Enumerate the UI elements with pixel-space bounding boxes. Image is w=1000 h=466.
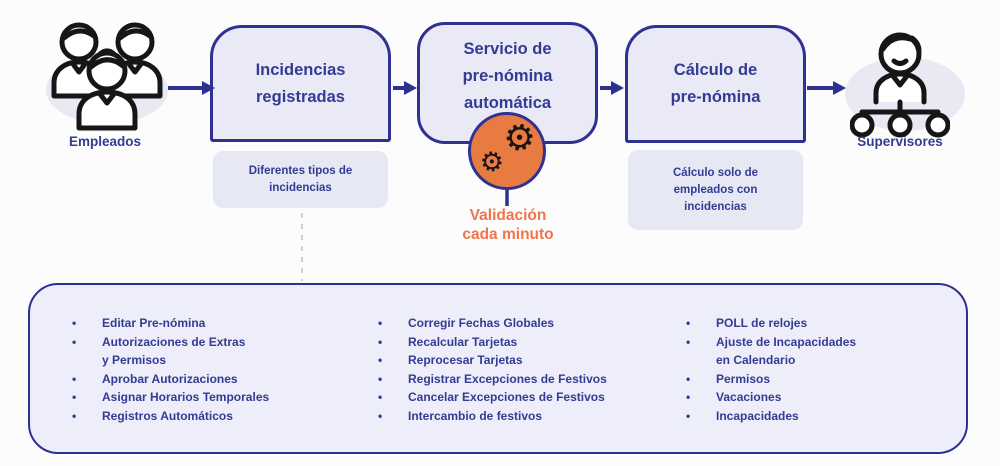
list-item: • Asignar Horarios Temporales	[72, 388, 322, 407]
bullet-label: Editar Pre-nómina	[102, 316, 206, 330]
validation-label: Validación cada minuto	[462, 207, 554, 243]
bullet-icon: •	[378, 390, 383, 404]
bullet-icon: •	[72, 316, 77, 330]
bullet-icon: •	[72, 371, 77, 386]
bullet-icon: •	[378, 371, 383, 386]
arrow-servicio-to-calculo	[600, 81, 624, 95]
bullet-label: Cancelar Excepciones de Festivos	[408, 390, 605, 404]
bullet-icon: •	[378, 353, 383, 367]
list-item: • Cancelar Excepciones de Festivos	[378, 388, 663, 407]
bullet-label: Ajuste de Incapacidades en Calendario	[716, 334, 857, 368]
panel-column-2: • Corregir Fechas Globales • Recalcular Tar…	[378, 314, 663, 425]
list-item: • Registrar Excepciones de Festivos	[378, 370, 663, 389]
list-item: • Aprobar Autorizaciones	[72, 370, 322, 389]
bullet-label: Aprobar Autorizaciones	[102, 371, 238, 386]
supervisors-label: Supervisores	[857, 134, 943, 149]
arrow-calculo-to-supervisors	[807, 81, 846, 95]
employees-label: Empleados	[68, 134, 142, 149]
bullet-icon: •	[686, 316, 691, 330]
incidencias-detail-panel	[28, 283, 968, 454]
list-item: • Intercambio de festivos	[378, 407, 663, 426]
bullet-icon: •	[72, 408, 77, 423]
arrow-employees-to-incidencias	[168, 81, 215, 95]
bullet-icon: •	[378, 334, 383, 349]
bullet-label: Permisos	[716, 371, 771, 386]
bullet-icon: •	[378, 408, 383, 423]
list-item: • Recalcular Tarjetas	[378, 333, 663, 352]
panel-column-1: • Editar Pre-nómina • Autorizaciones de Ext…	[72, 314, 322, 425]
step-calculo-prenomina-box: Cálculo de pre-nómina	[625, 25, 806, 143]
list-item: • Incapacidades	[686, 407, 936, 426]
list-item: • Vacaciones	[686, 388, 936, 407]
employees-group-icon	[51, 22, 163, 131]
gear-icon: ⚙	[477, 145, 507, 180]
list-item: • POLL de relojes	[686, 314, 936, 333]
bullet-icon: •	[72, 390, 77, 404]
bullet-icon: •	[686, 371, 691, 386]
validation-badge-circle: ⚙ ⚙	[468, 112, 546, 190]
bullet-label: Registros Automáticos	[102, 408, 233, 423]
bullet-label: POLL de relojes	[716, 316, 808, 330]
bullet-icon: •	[686, 408, 691, 423]
bullet-label: Vacaciones	[716, 390, 782, 404]
list-item: • Registros Automáticos	[72, 407, 322, 426]
bullet-label: Recalcular Tarjetas	[408, 334, 518, 349]
bullet-icon: •	[72, 334, 77, 349]
list-item: • Editar Pre-nómina	[72, 314, 322, 333]
step-incidencias-box: Incidencias registradas	[210, 25, 391, 142]
bullet-label: Intercambio de festivos	[408, 408, 543, 423]
bullet-icon: •	[378, 316, 383, 330]
list-item: • Reprocesar Tarjetas	[378, 351, 663, 370]
bullet-label: Corregir Fechas Globales	[408, 316, 555, 330]
bullet-icon: •	[686, 334, 691, 349]
bullet-label: Asignar Horarios Temporales	[102, 390, 270, 404]
list-item: • Autorizaciones de Extras y Permisos	[72, 333, 322, 370]
list-item: • Permisos	[686, 370, 936, 389]
note-tipos-incidencias: Diferentes tipos de incidencias	[213, 151, 388, 208]
list-item: • Corregir Fechas Globales	[378, 314, 663, 333]
panel-column-3: • POLL de relojes • Ajuste de Incapacidades…	[686, 314, 936, 425]
note-calculo-solo: Cálculo solo de empleados con incidencia…	[628, 150, 803, 230]
bullet-label: Autorizaciones de Extras y Permisos	[102, 334, 246, 368]
bullet-label: Reprocesar Tarjetas	[408, 353, 523, 367]
bullet-icon: •	[686, 390, 691, 404]
bullet-label: Registrar Excepciones de Festivos	[408, 371, 607, 386]
arrow-incidencias-to-servicio	[393, 81, 417, 95]
bullet-label: Incapacidades	[716, 408, 799, 423]
gear-icon: ⚙	[498, 115, 540, 162]
list-item: • Ajuste de Incapacidades en Calendario	[686, 333, 936, 370]
org-chart-icon	[850, 32, 950, 138]
